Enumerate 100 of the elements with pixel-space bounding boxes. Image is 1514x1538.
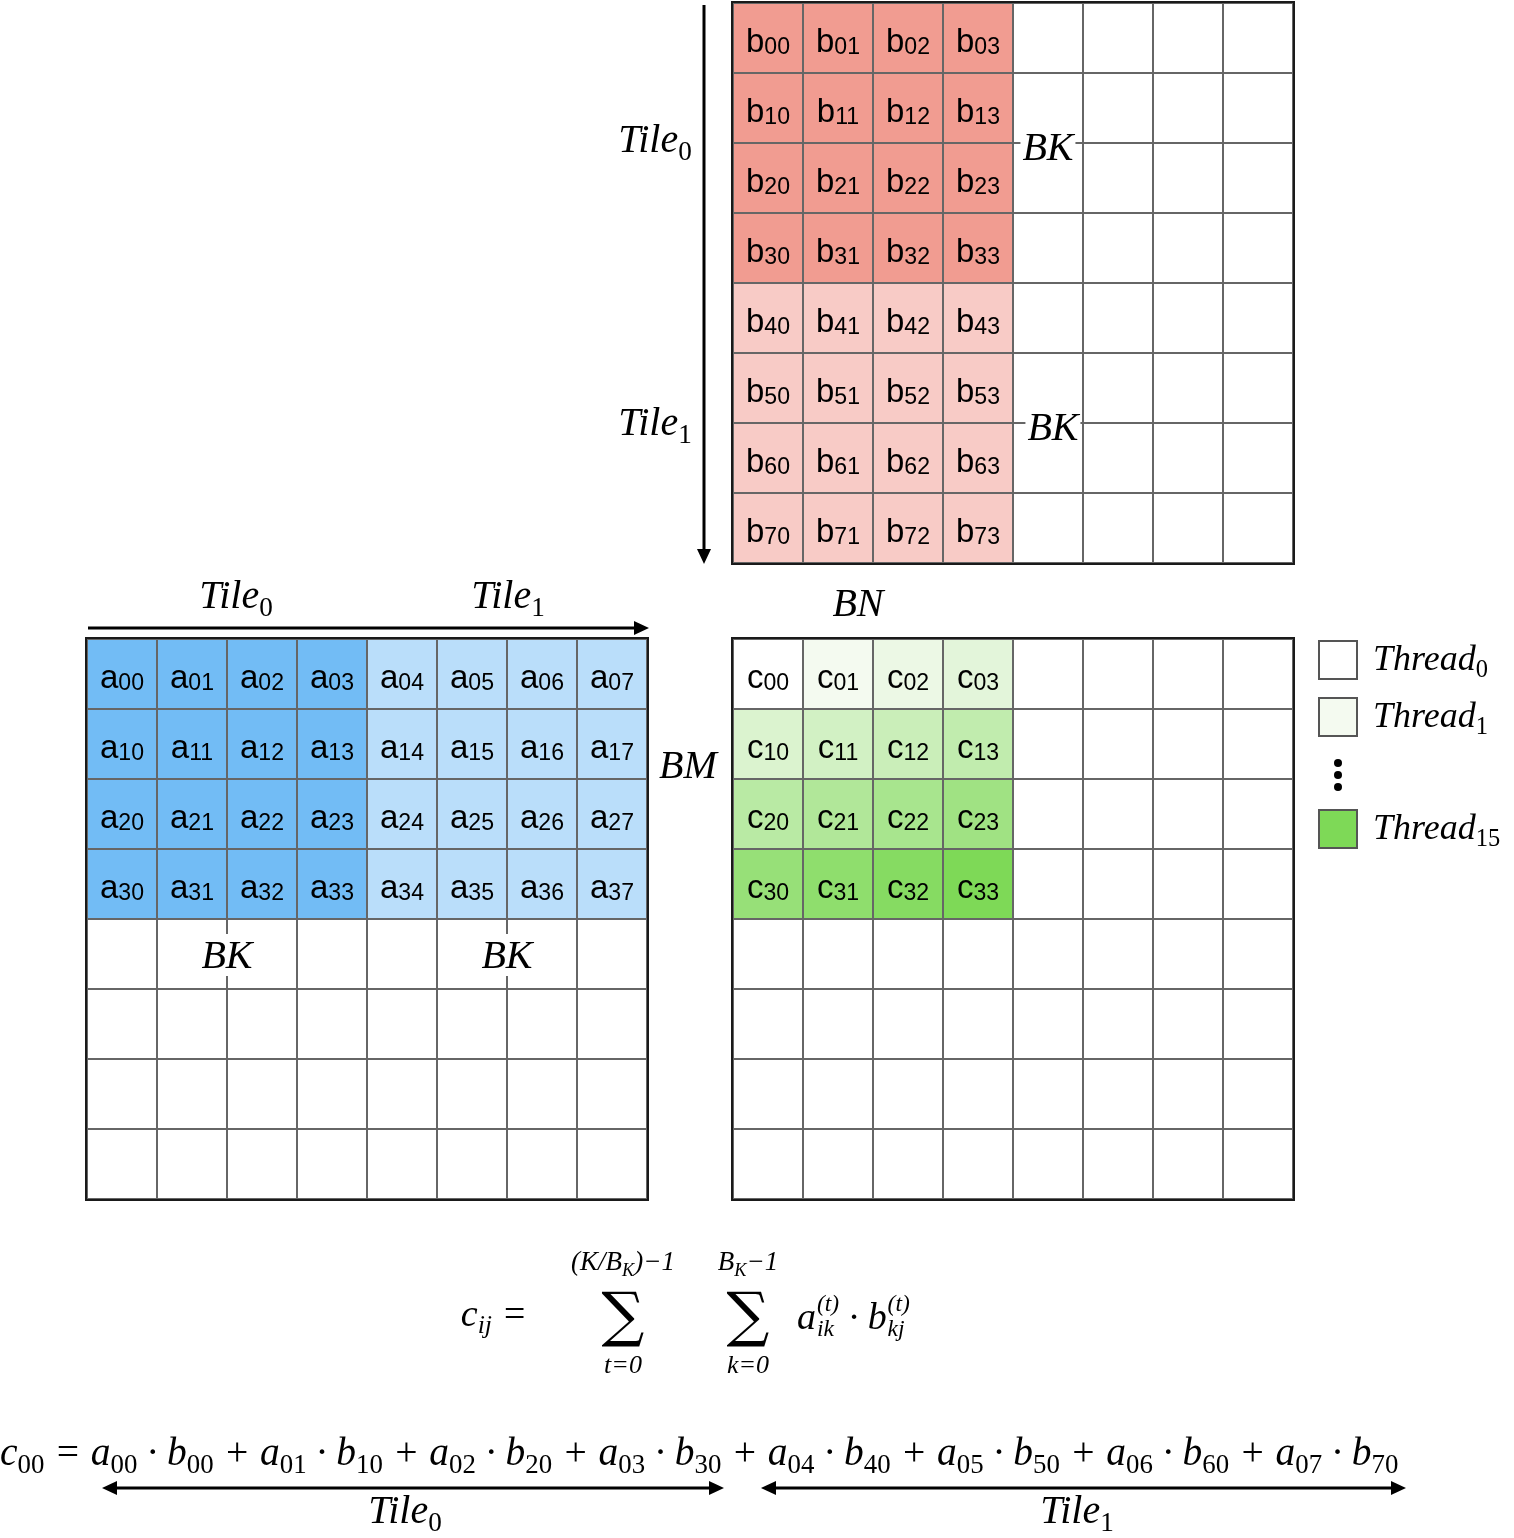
matrix-cell: c$_{32}$ (873, 849, 943, 919)
tile-label: Tile$_{1}$ (471, 574, 545, 622)
legend-label: Thread$_{0}$ (1373, 640, 1488, 682)
tile-label: Tile$_{1}$ (1040, 1489, 1114, 1537)
matrix-cell: b$_{73}$ (943, 493, 1013, 563)
matrix-cell: a$_{00}$ (87, 639, 157, 709)
expanded-formula: c$_{00}$ = a$_{00}$ · b$_{00}$ + a$_{01}$ · b$_{10}$ + a$_{02}$ · b$_{20}$ + a$_{03}$ · b$_{30}$ + a$_{04}$ · b$_{40}$ + a$_{05}$ · b$_{50}$ + a$_{06}$ · b$_{60}$ + a$_{07}$ · b$_{70}$ (0, 1432, 1399, 1478)
matrix-cell: c$_{13}$ (943, 709, 1013, 779)
summation-sign: ∑ (601, 1282, 645, 1346)
matrix-cell: b$_{12}$ (873, 73, 943, 143)
matrix-cell: b$_{71}$ (803, 493, 873, 563)
matrix-cell: a$_{14}$ (367, 709, 437, 779)
matrix-cell: a$_{34}$ (367, 849, 437, 919)
matrix-cell: a$_{22}$ (227, 779, 297, 849)
matrix-cell: b$_{72}$ (873, 493, 943, 563)
matrix-cell: b$_{01}$ (803, 3, 873, 73)
tile-label: Tile$_{0}$ (618, 118, 692, 166)
legend-label: Thread$_{1}$ (1373, 697, 1488, 739)
matrix-cell: a$_{36}$ (507, 849, 577, 919)
matrix-cell: c$_{11}$ (803, 709, 873, 779)
matrix-cell: a$_{30}$ (87, 849, 157, 919)
matrix-cell: b$_{13}$ (943, 73, 1013, 143)
matrix-cell: b$_{63}$ (943, 423, 1013, 493)
matrix-cell: a$_{17}$ (577, 709, 647, 779)
matrix-cell: a$_{05}$ (437, 639, 507, 709)
matrix-cell: a$_{25}$ (437, 779, 507, 849)
matrix-cell: b$_{52}$ (873, 353, 943, 423)
matrix-cell: b$_{51}$ (803, 353, 873, 423)
matrix-cell: a$_{37}$ (577, 849, 647, 919)
matrix-cell: a$_{15}$ (437, 709, 507, 779)
matrix-cell: b$_{42}$ (873, 283, 943, 353)
matrix-cell: a$_{16}$ (507, 709, 577, 779)
matrix-cell: a$_{12}$ (227, 709, 297, 779)
matrix-cell: b$_{33}$ (943, 213, 1013, 283)
matrix-cell: c$_{22}$ (873, 779, 943, 849)
matrix-cell: a$_{04}$ (367, 639, 437, 709)
matrix-cell: b$_{31}$ (803, 213, 873, 283)
matrix-cell: a$_{03}$ (297, 639, 367, 709)
matrix-cell: c$_{03}$ (943, 639, 1013, 709)
matrix-cell: b$_{62}$ (873, 423, 943, 493)
matrix-cell: a$_{31}$ (157, 849, 227, 919)
matrix-cell: c$_{21}$ (803, 779, 873, 849)
matrix-cell: b$_{50}$ (733, 353, 803, 423)
matrix-cell: a$_{24}$ (367, 779, 437, 849)
matrix-cell: a$_{02}$ (227, 639, 297, 709)
matrix-cell: b$_{21}$ (803, 143, 873, 213)
matrix-cell: b$_{70}$ (733, 493, 803, 563)
matrix-cell: c$_{20}$ (733, 779, 803, 849)
matrix-cell: a$_{27}$ (577, 779, 647, 849)
matrix-cell: a$_{32}$ (227, 849, 297, 919)
matrix-cell: b$_{61}$ (803, 423, 873, 493)
matrix-cell: a$_{33}$ (297, 849, 367, 919)
tile-label: Tile$_{1}$ (618, 401, 692, 449)
matrix-cell: b$_{60}$ (733, 423, 803, 493)
matrix-cell: c$_{12}$ (873, 709, 943, 779)
matrix-cell: b$_{11}$ (803, 73, 873, 143)
block-size-label: BM (659, 744, 717, 786)
matrix-cell: b$_{00}$ (733, 3, 803, 73)
matrix-cell: c$_{23}$ (943, 779, 1013, 849)
matrix-cell: c$_{31}$ (803, 849, 873, 919)
matrix-cell: a$_{21}$ (157, 779, 227, 849)
matrix-cell: a$_{20}$ (87, 779, 157, 849)
matrix-cell: b$_{41}$ (803, 283, 873, 353)
matrix-cell: b$_{22}$ (873, 143, 943, 213)
block-size-label: BK (479, 934, 535, 976)
matrix-cell: a$_{06}$ (507, 639, 577, 709)
matrix-cell: a$_{07}$ (577, 639, 647, 709)
formula-term: c$_{ij}$ = (460, 1293, 528, 1339)
matrix-cell: b$_{30}$ (733, 213, 803, 283)
block-size-label: BN (832, 582, 884, 624)
matrix-cell: b$_{23}$ (943, 143, 1013, 213)
matrix-cell: c$_{10}$ (733, 709, 803, 779)
matrix-cell: b$_{20}$ (733, 143, 803, 213)
tile-label: Tile$_{0}$ (199, 574, 273, 622)
matrix-cell: a$_{23}$ (297, 779, 367, 849)
summation-limit: (K/B$_{K}$)−1 (571, 1247, 675, 1279)
matrix-cell: b$_{02}$ (873, 3, 943, 73)
matrix-cell: a$_{10}$ (87, 709, 157, 779)
matrix-cell: a$_{11}$ (157, 709, 227, 779)
matrix-cell: b$_{03}$ (943, 3, 1013, 73)
matrix-cell: b$_{40}$ (733, 283, 803, 353)
matrix-cell: b$_{10}$ (733, 73, 803, 143)
matrix-cell: c$_{01}$ (803, 639, 873, 709)
matrix-cell: a$_{13}$ (297, 709, 367, 779)
matrix-cell: b$_{43}$ (943, 283, 1013, 353)
tile-label: Tile$_{0}$ (368, 1489, 442, 1537)
matrix-cell: a$_{01}$ (157, 639, 227, 709)
summation-limit: B$_{K}$−1 (717, 1247, 779, 1279)
matrix-cell: a$_{26}$ (507, 779, 577, 849)
summation-limit: t=0 (604, 1351, 642, 1379)
summation-sign: ∑ (726, 1282, 770, 1346)
matrix-cell: c$_{02}$ (873, 639, 943, 709)
matrix-cell: b$_{53}$ (943, 353, 1013, 423)
matrix-cell: b$_{32}$ (873, 213, 943, 283)
legend-label: Thread$_{15}$ (1373, 809, 1501, 851)
matrix-cell: a$_{35}$ (437, 849, 507, 919)
block-size-label: BK (199, 934, 255, 976)
summation-limit: k=0 (726, 1351, 770, 1379)
matrix-cell: c$_{33}$ (943, 849, 1013, 919)
matrix-cell: c$_{30}$ (733, 849, 803, 919)
